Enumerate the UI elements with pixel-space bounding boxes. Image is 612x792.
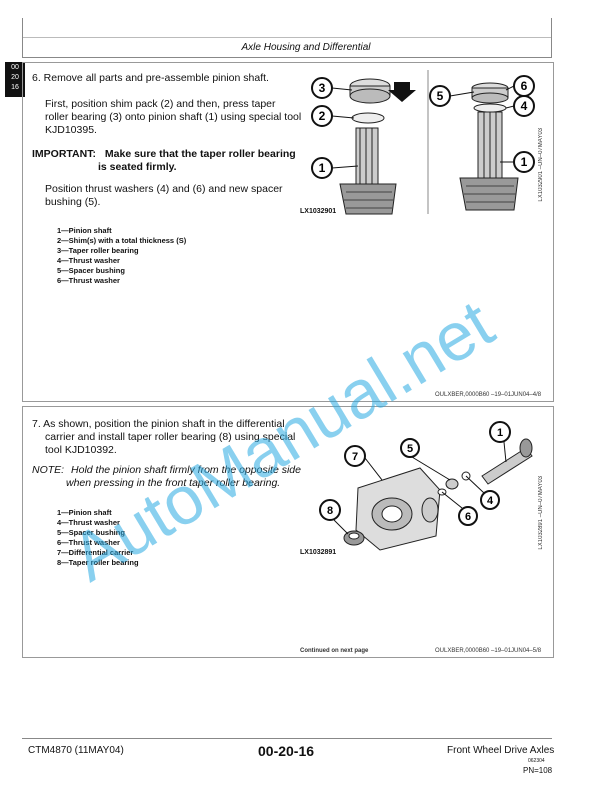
text-line: bushing (5). xyxy=(45,196,101,208)
procedure-block-2 xyxy=(22,406,554,658)
side-tab-line: 00 xyxy=(11,64,19,71)
section-side-tab: 00 20 16 xyxy=(5,62,25,97)
figure-vertical-id-1: LX1032901 –UN–07MAY03 xyxy=(538,128,544,202)
legend-list-1: 1—Pinion shaft 2—Shim(s) with a total th… xyxy=(57,226,186,286)
important-text-1: Make sure that the taper roller bearing xyxy=(104,148,296,160)
text-line: Position thrust washers (4) and (6) and … xyxy=(45,183,283,195)
pinion-shaft-figure: 3 2 1 5 6 4 1 xyxy=(311,70,535,215)
procedure-block-1 xyxy=(22,62,554,402)
figure-id-1: LX1032901 xyxy=(300,208,337,215)
text-line: roller bearing (3) onto pinion shaft (1)… xyxy=(45,111,302,123)
footer-manual-id: CTM4870 (11MAY04) xyxy=(28,745,124,756)
legend-item: 6—Thrust washer xyxy=(57,276,120,285)
callout-5: 5 xyxy=(407,443,413,455)
section-title: Axle Housing and Differential xyxy=(241,42,371,53)
callout-2: 2 xyxy=(319,109,326,123)
footer-date-code: 062304 xyxy=(528,758,545,764)
callout-7: 7 xyxy=(352,451,358,463)
footer-page-number: 00-20-16 xyxy=(258,743,315,759)
legend-item: 6—Thrust washer xyxy=(57,538,120,547)
legend-list-2: 1—Pinion shaft 4—Thrust washer 5—Spacer … xyxy=(57,508,139,568)
callout-5: 5 xyxy=(437,89,444,103)
callout-1-right: 1 xyxy=(521,155,528,169)
step-6-paragraph-1: First, position shim pack (2) and then, … xyxy=(45,98,301,137)
figure-id-2: LX1032891 xyxy=(300,549,337,556)
footer-section-title: Front Wheel Drive Axles xyxy=(447,745,555,756)
text-line: First, position shim pack (2) and then, … xyxy=(45,98,276,110)
side-tab-line: 20 xyxy=(11,74,19,81)
footer-rule xyxy=(22,738,552,739)
callout-1: 1 xyxy=(497,427,503,439)
legend-item: 2—Shim(s) with a total thickness (S) xyxy=(57,236,187,245)
callout-1: 1 xyxy=(319,161,326,175)
callout-4: 4 xyxy=(521,99,528,113)
legend-item: 1—Pinion shaft xyxy=(57,508,112,517)
header-rule-top xyxy=(22,37,552,38)
legend-item: 5—Spacer bushing xyxy=(57,266,125,275)
callout-6: 6 xyxy=(521,79,528,93)
note-label: NOTE: xyxy=(32,464,65,476)
callout-4: 4 xyxy=(487,495,494,507)
figure-vertical-id-2: LX1032891 –UN–07MAY03 xyxy=(538,476,544,550)
legend-item: 3—Taper roller bearing xyxy=(57,246,139,255)
document-reference-2: OULXBER,0000B60 –19–01JUN04–5/8 xyxy=(435,648,542,654)
header-left-rule xyxy=(22,18,23,58)
legend-item: 4—Thrust washer xyxy=(57,256,120,265)
step-6-text: 6. Remove all parts and pre-assemble pin… xyxy=(32,72,269,84)
important-label: IMPORTANT: xyxy=(32,148,96,160)
text-line: 7. As shown, position the pinion shaft i… xyxy=(32,418,285,430)
callout-6: 6 xyxy=(465,511,471,523)
note-text-1: Hold the pinion shaft firmly from the op… xyxy=(71,464,301,476)
header-right-rule xyxy=(551,18,552,58)
text-line: tool KJD10392. xyxy=(45,444,117,456)
step-6-paragraph-2: Position thrust washers (4) and (6) and … xyxy=(45,183,283,209)
note-line-1: NOTE: Hold the pinion shaft firmly from … xyxy=(32,464,301,477)
legend-item: 5—Spacer bushing xyxy=(57,528,125,537)
text-line: carrier and install taper roller bearing… xyxy=(45,431,296,443)
important-note: IMPORTANT: Make sure that the taper roll… xyxy=(32,148,296,161)
header-rule-bottom xyxy=(22,57,552,58)
legend-item: 7—Differential carrier xyxy=(57,548,134,557)
callout-8: 8 xyxy=(327,505,333,517)
step-7-text: 7. As shown, position the pinion shaft i… xyxy=(32,418,295,457)
important-text-2: is seated firmly. xyxy=(98,161,177,173)
legend-item: 4—Thrust washer xyxy=(57,518,120,527)
document-reference-1: OULXBER,0000B60 –19–01JUN04–4/8 xyxy=(435,392,542,398)
legend-item: 1—Pinion shaft xyxy=(57,226,112,235)
callout-3: 3 xyxy=(319,81,326,95)
differential-carrier-figure: 5 7 1 4 6 8 xyxy=(319,421,533,551)
legend-item: 8—Taper roller bearing xyxy=(57,558,139,567)
side-tab-line: 16 xyxy=(11,84,19,91)
continued-note: Continued on next page xyxy=(300,648,369,654)
footer-pn: PN=108 xyxy=(523,766,553,775)
text-line: KJD10395. xyxy=(45,124,97,136)
note-text-2: when pressing in the front taper roller … xyxy=(66,477,281,489)
